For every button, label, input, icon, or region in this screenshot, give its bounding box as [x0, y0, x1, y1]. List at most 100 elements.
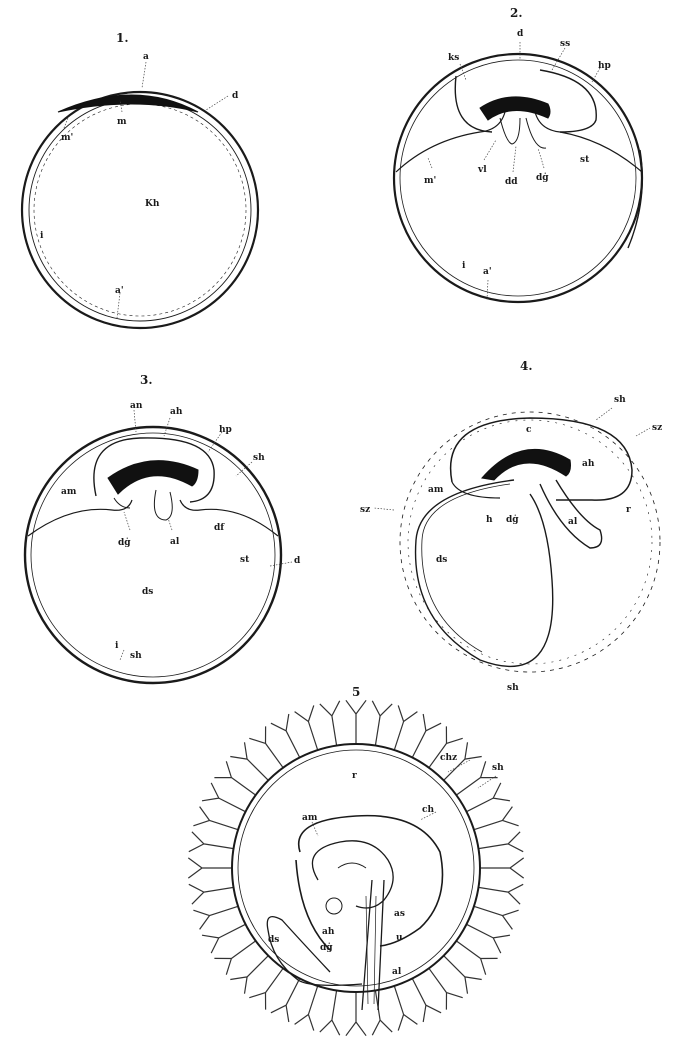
villus — [412, 714, 441, 758]
figure-3-label-ds: ds — [142, 587, 153, 597]
villus — [230, 742, 268, 780]
figure-5-label-al: al — [392, 967, 402, 977]
figure-4-label-ds: ds — [436, 555, 447, 565]
figure-5-label-ch: ch — [422, 805, 434, 815]
figure-3: 3. an ah hp sh am dġ al df st d ds — [25, 373, 301, 683]
figure-2-label-dg: dġ — [536, 172, 549, 183]
villus — [202, 924, 246, 953]
figure-4-label-h: h — [486, 515, 493, 525]
figure-1-number: 1. — [116, 31, 129, 45]
figure-4-label-ah: ah — [582, 459, 595, 469]
villus — [479, 832, 524, 852]
figure-5-label-sh: sh — [492, 763, 504, 773]
figure-3-label-sh: sh — [253, 453, 265, 463]
villus — [193, 807, 238, 830]
figure-2-label-ks: ks — [448, 53, 459, 63]
villus — [479, 884, 524, 904]
figure-3-label-d: d — [294, 556, 301, 566]
figure-5-label-ah: ah — [322, 927, 335, 937]
villus — [474, 807, 519, 830]
figure-3-label-i: i — [115, 641, 119, 651]
figure-4-label-sz-right: sz — [652, 423, 662, 433]
villus — [394, 986, 417, 1031]
villus — [474, 906, 519, 929]
figure-5-label-r: r — [352, 771, 357, 781]
figure-4-label-am: am — [428, 485, 444, 495]
figure-2-number: 2. — [510, 6, 523, 20]
figure-5-number: 5 — [352, 685, 360, 699]
villus — [467, 783, 511, 812]
figure-2-label-i: i — [462, 261, 466, 271]
figure-2-label-dd: dd — [505, 177, 518, 187]
figure-4-label-sh-bottom: sh — [507, 683, 519, 693]
figure-3-label-sh-lower: sh — [130, 651, 142, 661]
figure-1-drawing — [22, 62, 258, 328]
chorionic-villi — [188, 700, 523, 1035]
villus — [188, 858, 232, 878]
figure-5-label-ds: ds — [268, 935, 279, 945]
villus — [444, 956, 482, 994]
figure-4: 4. sh sz c ah sz am r h dġ al ds sh — [360, 359, 662, 693]
figure-5-drawing — [188, 700, 523, 1035]
figure-2-label-vl: vl — [477, 165, 487, 175]
villus — [214, 941, 255, 975]
figure-3-label-st: st — [240, 555, 250, 565]
figure-2-label-ss: ss — [560, 39, 570, 49]
figure-2: 2. d ks ss hp m' vl dd dġ — [394, 6, 642, 302]
villus — [372, 701, 392, 746]
figure-1-label-kh: Kh — [145, 199, 160, 209]
villus — [372, 991, 392, 1036]
figure-2-label-d: d — [517, 29, 524, 39]
figure-3-label-am: am — [61, 487, 77, 497]
figure-4-label-c: c — [526, 425, 532, 435]
villus — [214, 761, 255, 795]
figure-2-label-hp: hp — [598, 61, 611, 71]
villus — [412, 979, 441, 1023]
villus — [271, 979, 300, 1023]
villus — [193, 906, 238, 929]
villus — [394, 705, 417, 750]
villus — [271, 714, 300, 758]
villus — [189, 884, 234, 904]
figure-5-label-as: as — [394, 909, 405, 919]
figure-3-number: 3. — [140, 373, 153, 387]
villus — [202, 783, 246, 812]
villus — [320, 701, 340, 746]
figure-1-label-i: i — [40, 231, 44, 241]
villus — [480, 858, 524, 878]
figure-3-drawing — [25, 410, 292, 683]
villus — [467, 924, 511, 953]
figure-1-label-m-prime: m' — [61, 133, 73, 143]
figure-1-label-a: a — [143, 52, 149, 62]
figure-2-label-st: st — [580, 155, 590, 165]
villus — [456, 941, 497, 975]
figure-3-label-df: df — [214, 523, 225, 533]
villus — [249, 726, 283, 767]
figure-3-label-al: al — [170, 537, 180, 547]
figure-2-label-m-prime: m' — [424, 176, 436, 186]
figure-4-drawing — [374, 408, 660, 672]
figure-3-label-dg: dġ — [118, 537, 131, 548]
figure-4-label-sz-left: sz — [360, 505, 370, 515]
villus — [230, 956, 268, 994]
figure-1-label-m: m — [117, 117, 127, 127]
figure-4-label-dg: dġ — [506, 514, 519, 525]
villus — [295, 986, 318, 1031]
figure-2-drawing — [394, 42, 642, 302]
villus — [295, 705, 318, 750]
figure-1-label-d: d — [232, 91, 239, 101]
figure-2-label-a-prime: a' — [483, 267, 492, 277]
figure-4-label-al: al — [568, 517, 578, 527]
figure-1-label-a-prime: a' — [115, 286, 124, 296]
villus — [346, 700, 366, 744]
figure-3-label-hp: hp — [219, 425, 232, 435]
figure-4-label-r: r — [626, 505, 631, 515]
villus — [189, 832, 234, 852]
figure-5-label-am: am — [302, 813, 318, 823]
figure-5-label-u: u — [396, 933, 403, 943]
figure-4-number: 4. — [520, 359, 533, 373]
figure-5-label-chz: chz — [440, 753, 457, 763]
figure-5-label-dg: dġ — [320, 942, 333, 953]
villus — [320, 991, 340, 1036]
